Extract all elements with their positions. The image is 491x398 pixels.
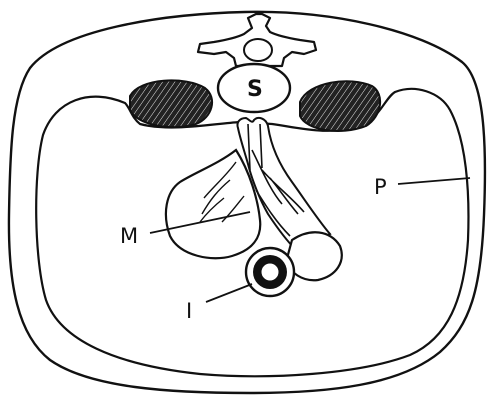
label-p: P [374,175,387,199]
vertebral-canal [244,39,272,61]
right-hatched-mass [300,81,380,131]
label-m: M [120,224,138,248]
label-s: S [247,77,263,102]
label-i: I [186,299,192,323]
leader-line-i [206,284,252,302]
left-hatched-mass [130,80,212,127]
leader-line-p [398,178,470,184]
intestinal-loop-left [166,150,260,258]
intestine-lumen [261,263,279,281]
